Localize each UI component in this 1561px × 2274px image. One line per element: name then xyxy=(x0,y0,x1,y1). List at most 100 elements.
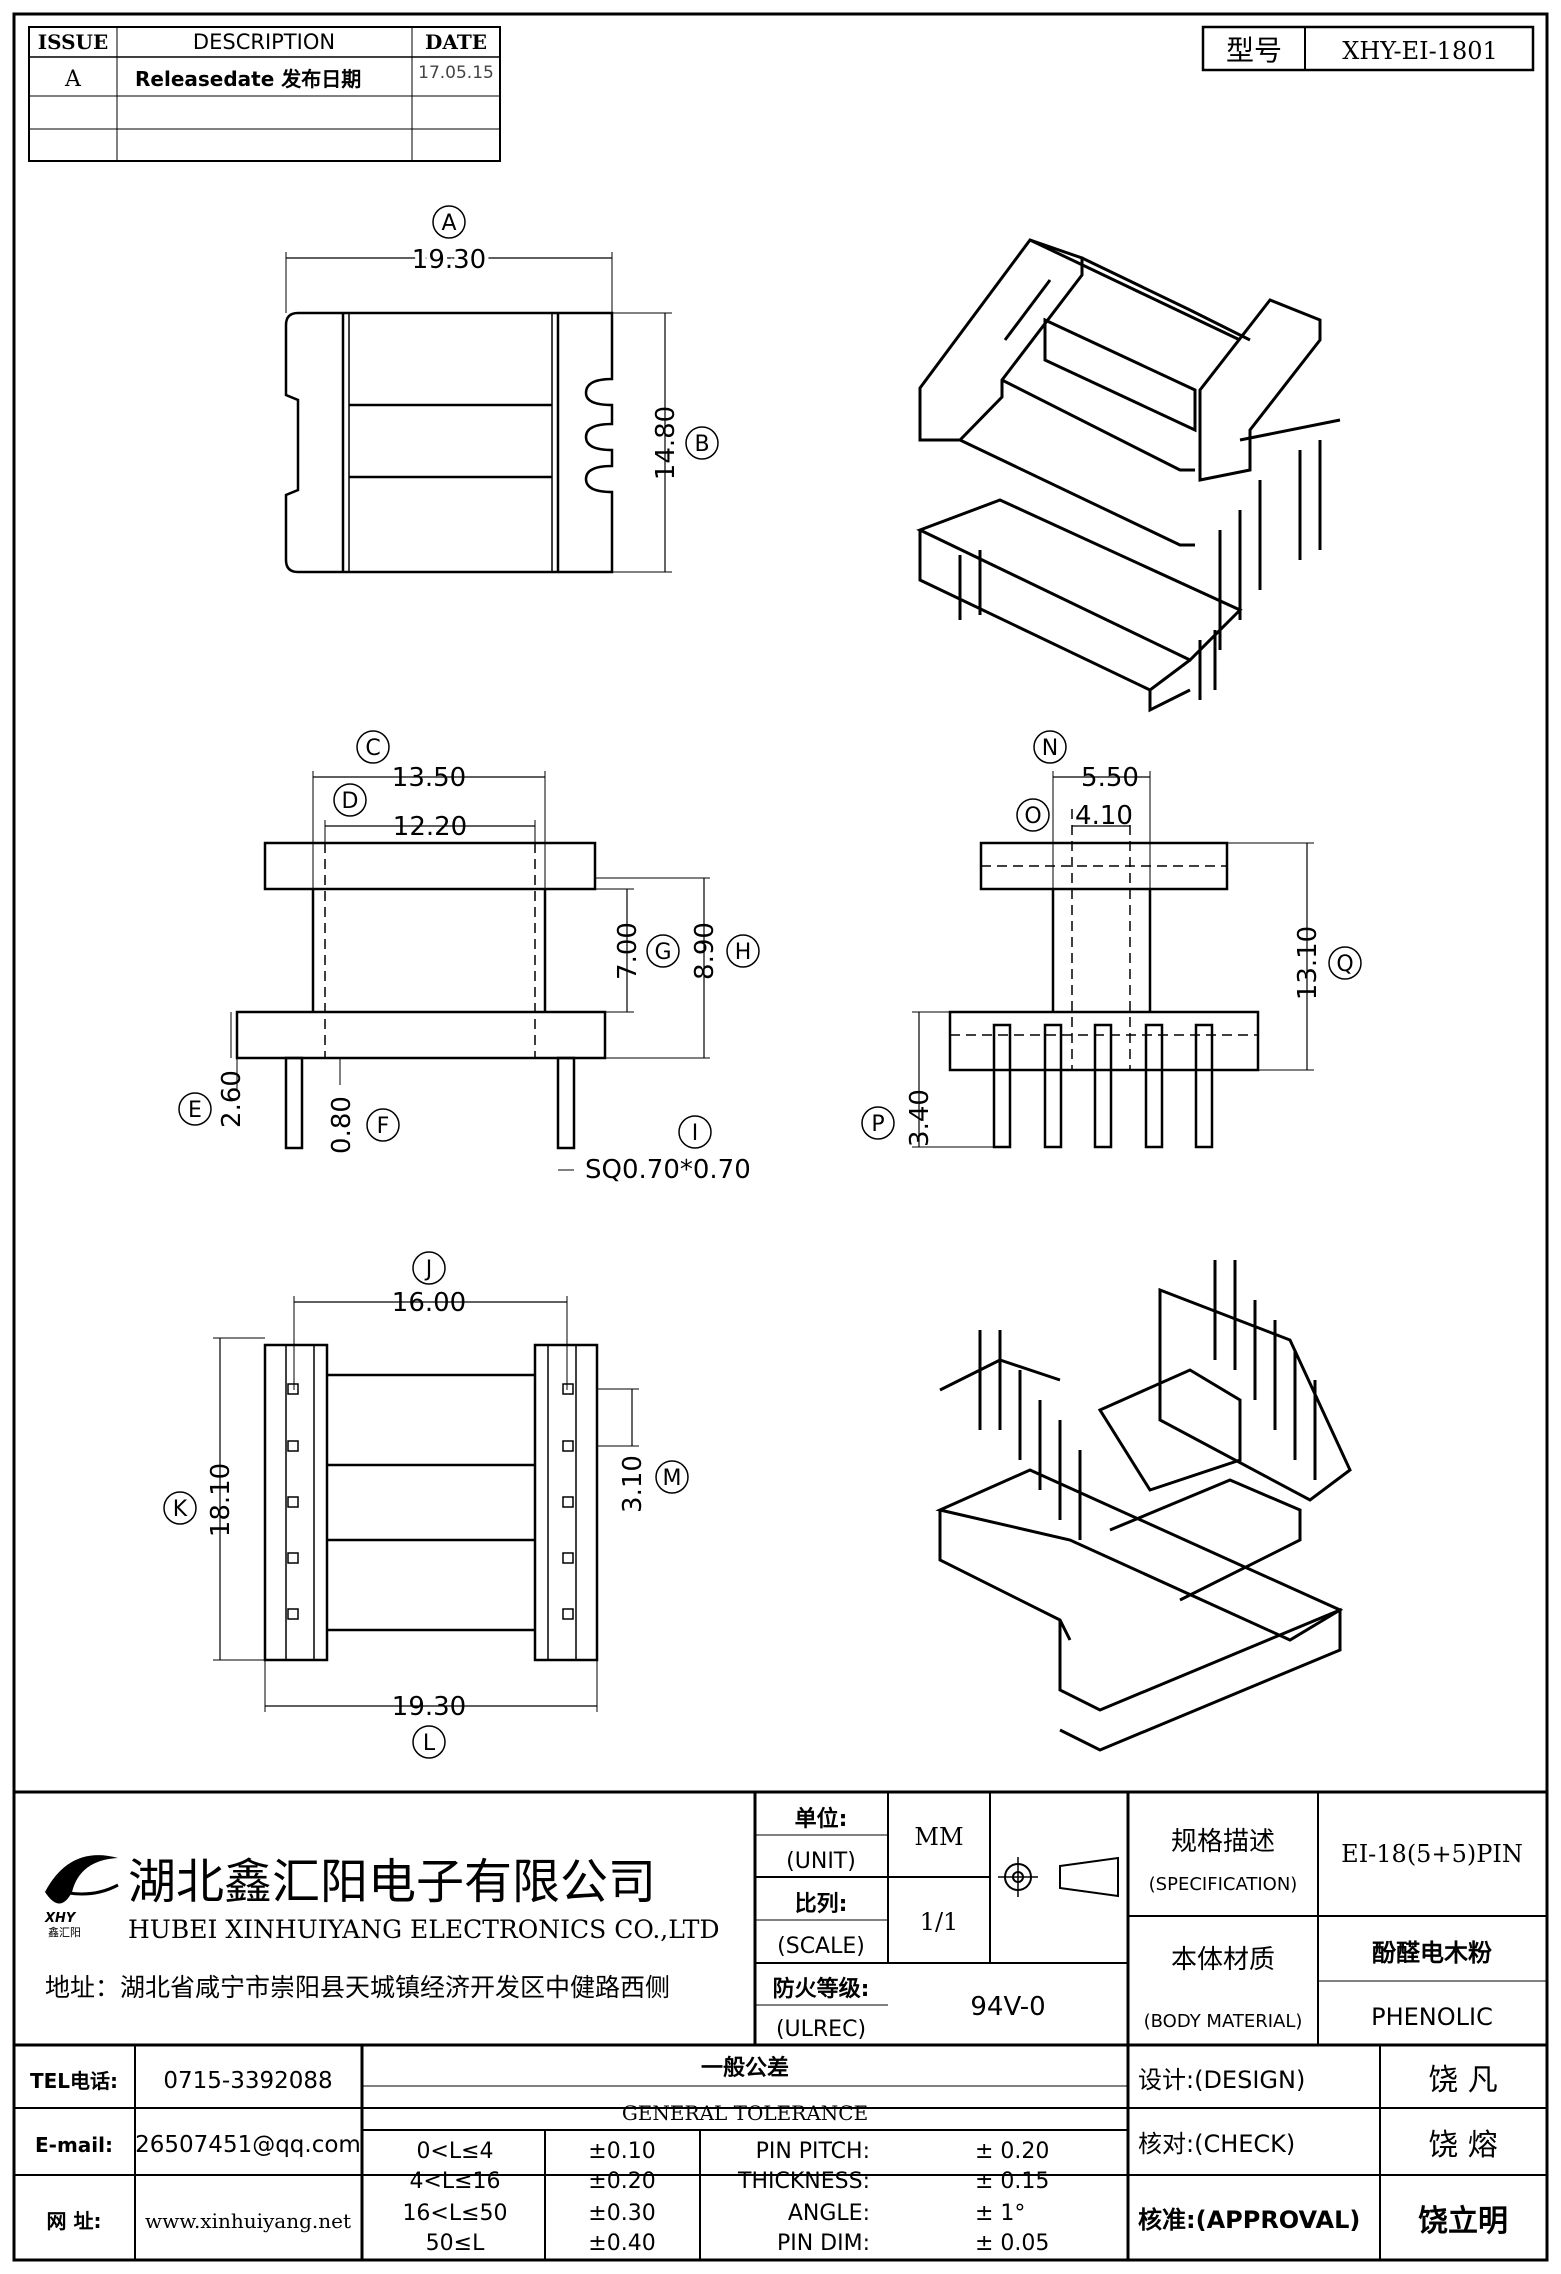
dim-e-value: 2.60 xyxy=(217,1070,247,1128)
dim-g-value: 7.00 xyxy=(613,922,643,980)
design-name: 饶 凡 xyxy=(1428,2063,1498,2098)
dim-a-label: A xyxy=(441,211,456,236)
tel-value: 0715-3392088 xyxy=(163,2068,332,2094)
tolerance-title-en: GENERAL TOLERANCE xyxy=(622,2101,868,2125)
dim-j-value: 16.00 xyxy=(392,1288,466,1318)
dim-b-value: 14.80 xyxy=(651,406,681,480)
web-value: www.xinhuiyang.net xyxy=(145,2209,351,2233)
date-header: DATE xyxy=(425,30,487,54)
description-cell: Releasedate 发布日期 xyxy=(135,67,361,91)
title-block xyxy=(14,1790,1547,2260)
unit-label-en: (UNIT) xyxy=(786,1849,856,1874)
check-label: 核对:(CHECK) xyxy=(1138,2130,1295,2158)
tel-label: TEL电话: xyxy=(30,2069,118,2093)
dim-k-label: K xyxy=(173,1497,188,1522)
email-label: E-mail: xyxy=(35,2133,113,2157)
sheet-border xyxy=(12,12,1549,2262)
scale-label-en: (SCALE) xyxy=(777,1934,865,1959)
tolerance-value: ±0.40 xyxy=(588,2231,655,2256)
tolerance-range: 50≤L xyxy=(426,2231,485,2256)
special-tolerance-value: ± 0.15 xyxy=(975,2169,1049,2194)
dim-f-value: 0.80 xyxy=(327,1096,357,1154)
approval-name: 饶立明 xyxy=(1418,2204,1508,2239)
dim-c-label: C xyxy=(365,736,380,761)
dim-a-value-text: 19.30 xyxy=(412,245,486,275)
model-value: XHY-EI-1801 xyxy=(1342,37,1498,65)
special-tolerance-value: ± 1° xyxy=(975,2201,1025,2226)
company-logo xyxy=(45,1855,118,1904)
description-header: DESCRIPTION xyxy=(193,30,335,54)
tolerance-range: 4<L≤16 xyxy=(409,2169,500,2194)
tolerance-title-cn: 一般公差 xyxy=(701,2055,789,2081)
special-tolerance-label: PIN PITCH: xyxy=(756,2139,870,2164)
ulrec-label-en: (ULREC) xyxy=(776,2017,866,2042)
company-name-en: HUBEI XINHUIYANG ELECTRONICS CO.,LTD xyxy=(128,1915,720,1944)
dim-q-label: Q xyxy=(1336,952,1353,977)
material-label-en: (BODY MATERIAL) xyxy=(1144,2011,1303,2032)
approval-label: 核准:(APPROVAL) xyxy=(1138,2206,1360,2234)
model-box: 型号 XHY-EI-1801 xyxy=(1201,25,1535,72)
dim-p-label: P xyxy=(871,1112,884,1137)
dim-g-label: G xyxy=(654,940,671,965)
dim-d-label: D xyxy=(342,789,359,814)
material-value-en: PHENOLIC xyxy=(1371,2003,1493,2031)
issue-header: ISSUE xyxy=(38,30,109,54)
logo-subtext: 鑫汇阳 xyxy=(48,1925,81,1939)
ulrec-value: 94V-0 xyxy=(970,1992,1045,2022)
spec-value: EI-18(5+5)PIN xyxy=(1341,1840,1523,1868)
company-name-cn: 湖北鑫汇阳电子有限公司 xyxy=(128,1854,656,1910)
material-value-cn: 酚醛电木粉 xyxy=(1372,1939,1492,1967)
special-tolerance-label: THICKNESS: xyxy=(737,2169,870,2194)
dim-n-value: 5.50 xyxy=(1081,763,1139,793)
logo-text: XHY xyxy=(44,1911,77,1926)
special-tolerance-label: ANGLE: xyxy=(788,2201,870,2226)
issue-cell: A xyxy=(64,67,82,92)
dim-m-value: 3.10 xyxy=(618,1455,648,1513)
dim-i-label: I xyxy=(692,1121,699,1146)
unit-label-cn: 单位: xyxy=(795,1806,848,1832)
dim-h-value: 8.90 xyxy=(690,922,720,980)
model-label: 型号 xyxy=(1226,34,1282,67)
dim-i-value: SQ0.70*0.70 xyxy=(585,1155,751,1185)
tolerance-value: ±0.10 xyxy=(588,2139,655,2164)
dim-m-label: M xyxy=(663,1466,682,1491)
dim-p-value: 3.40 xyxy=(905,1089,935,1147)
tolerance-value: ±0.30 xyxy=(588,2201,655,2226)
isometric-view-bottom xyxy=(935,1260,1352,1752)
side-view xyxy=(861,730,1362,1149)
tolerance-range: 16<L≤50 xyxy=(402,2201,507,2226)
dim-l-value: 19.30 xyxy=(392,1692,466,1722)
isometric-view-top xyxy=(916,238,1341,713)
dim-o-label: O xyxy=(1024,804,1041,829)
scale-label-cn: 比列: xyxy=(795,1892,848,1917)
special-tolerance-value: ± 0.05 xyxy=(975,2231,1049,2256)
spec-label-en: (SPECIFICATION) xyxy=(1149,1874,1298,1895)
dim-h-label: H xyxy=(735,940,752,965)
dim-l-label: L xyxy=(423,1731,436,1756)
web-label: 网 址: xyxy=(47,2209,102,2233)
dim-a-value: 19.30 xyxy=(412,245,486,275)
dim-j-label: J xyxy=(424,1257,433,1282)
check-name: 饶 熔 xyxy=(1428,2128,1498,2163)
dim-f-label: F xyxy=(377,1114,390,1139)
dim-n-label: N xyxy=(1042,736,1058,761)
dim-c-value: 13.50 xyxy=(392,763,466,793)
special-tolerance-label: PIN DIM: xyxy=(777,2231,870,2256)
dim-k-value: 18.10 xyxy=(206,1463,236,1537)
dim-b-label: B xyxy=(694,432,709,457)
dim-e-label: E xyxy=(188,1098,202,1123)
dim-o-value: 4.10 xyxy=(1075,801,1133,831)
ulrec-label-cn: 防火等级: xyxy=(773,1976,870,2002)
spec-label-cn: 规格描述 xyxy=(1171,1827,1275,1857)
top-view xyxy=(284,205,719,574)
tolerance-value: ±0.20 xyxy=(588,2169,655,2194)
tolerance-rows: 0<L≤4 ±0.10 4<L≤16 ±0.20 16<L≤50 ±0.30 50≤L ±0.… xyxy=(402,2139,1049,2256)
email-value: 26507451@qq.com xyxy=(135,2132,361,2158)
revision-table: ISSUE DESCRIPTION DATE A Releasedate 发布日… xyxy=(28,26,501,162)
company-address: 地址：湖北省咸宁市崇阳县天城镇经济开发区中健路西侧 xyxy=(45,1973,670,2002)
front-view xyxy=(178,730,760,1171)
bottom-view xyxy=(163,1251,689,1759)
scale-value: 1/1 xyxy=(920,1908,959,1936)
date-cell: 17.05.15 xyxy=(418,63,494,83)
tolerance-range: 0<L≤4 xyxy=(416,2139,493,2164)
